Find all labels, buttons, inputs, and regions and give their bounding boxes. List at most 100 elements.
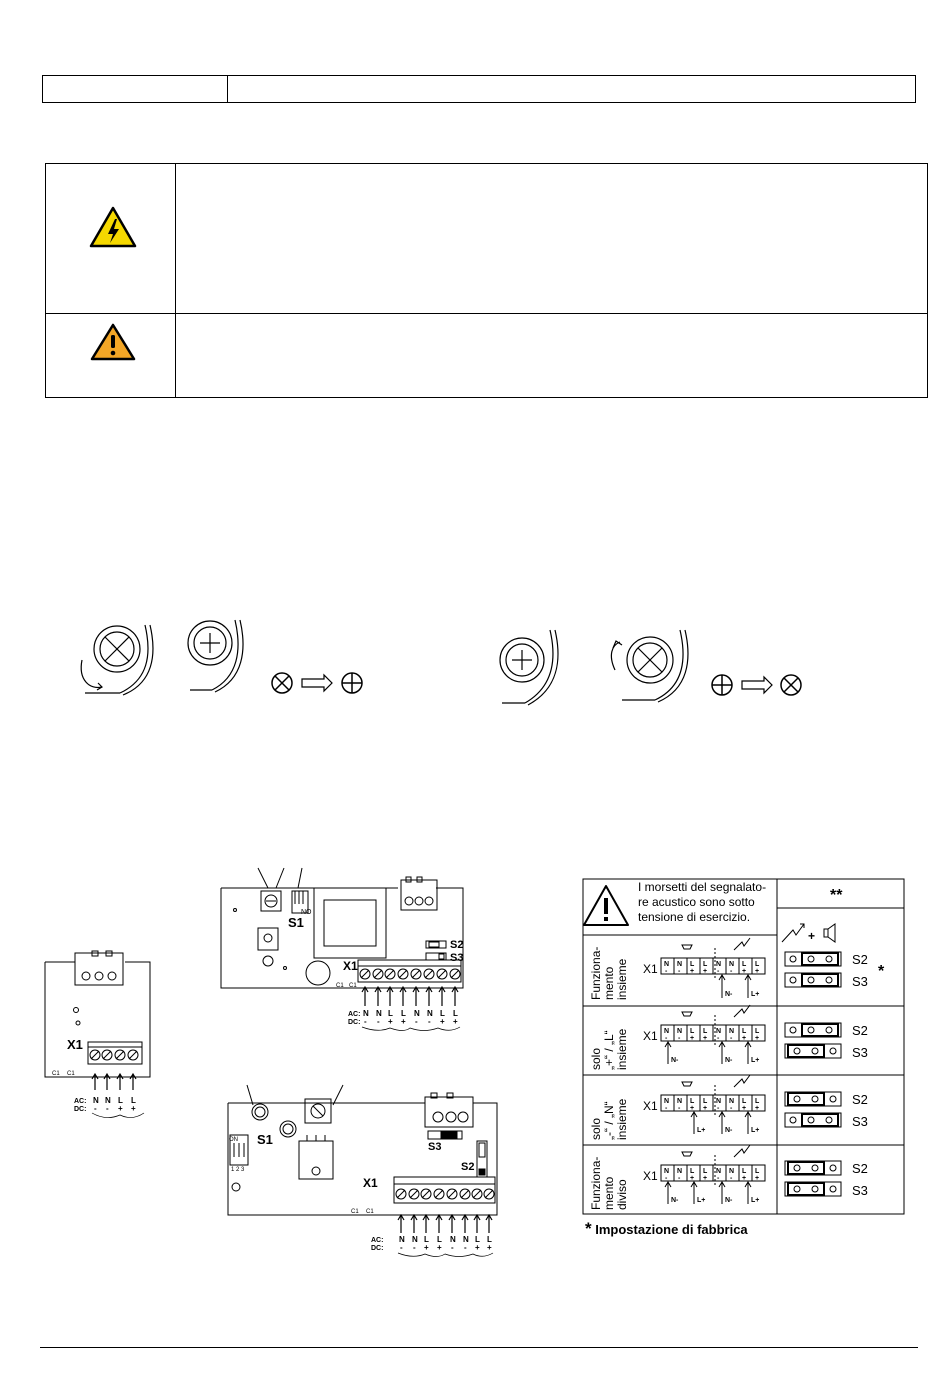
svg-text:N: N	[664, 1098, 669, 1105]
header-table-divider	[227, 76, 228, 102]
s2-label: S2	[852, 1092, 868, 1107]
x1-label: X1	[343, 959, 358, 973]
svg-text:+: +	[690, 1105, 694, 1112]
svg-text:-: -	[717, 1175, 720, 1182]
terminal-letter: L	[453, 1009, 458, 1018]
footnote-star: *	[585, 1219, 592, 1238]
svg-text:N: N	[729, 1028, 734, 1035]
dc-label: DC:	[371, 1245, 383, 1252]
terminal-polarity: -	[364, 1017, 367, 1026]
lower-board-diagram: S1 ON 1 2 3 S3 S2 X1 C1 C1 AC: DC: N N L…	[227, 1084, 498, 1257]
svg-text:+: +	[703, 968, 707, 975]
footnote-text: Impostazione di fabbrica	[595, 1222, 748, 1237]
no-label: NO	[301, 909, 312, 916]
jumper-config-table: I morsetti del segnalato- re acustico so…	[582, 878, 905, 1215]
svg-text:N-: N-	[725, 1057, 733, 1064]
s3-label: S3	[852, 974, 868, 989]
svg-text:-: -	[678, 1105, 681, 1112]
mode-label: diviso	[615, 1179, 629, 1210]
terminal-letter: N	[450, 1235, 456, 1244]
mode-label: mento	[602, 1176, 616, 1210]
svg-text:-: -	[717, 1105, 720, 1112]
header-table	[42, 75, 916, 103]
svg-text:L: L	[703, 1028, 708, 1035]
svg-text:L: L	[690, 961, 695, 968]
terminal-polarity: -	[106, 1104, 109, 1113]
mode-label: Funziona-	[589, 1157, 603, 1210]
dc-label: DC:	[74, 1106, 86, 1113]
svg-text:N: N	[729, 1168, 734, 1175]
svg-text:L: L	[742, 961, 747, 968]
svg-text:+: +	[690, 1175, 694, 1182]
svg-text:N-: N-	[725, 991, 733, 998]
svg-text:+: +	[742, 1105, 746, 1112]
x1-label: X1	[643, 1169, 658, 1183]
terminal-polarity: -	[464, 1243, 467, 1252]
screw-unlock-left	[499, 629, 559, 706]
caution-warning-icon	[90, 323, 136, 361]
svg-text:N: N	[677, 961, 682, 968]
x-to-plus-arrow	[271, 672, 363, 694]
s3-label: S3	[852, 1045, 868, 1060]
horn-icon	[823, 923, 836, 943]
terminal-letter: N	[463, 1235, 469, 1244]
terminal-polarity: -	[413, 1243, 416, 1252]
mode-label: insieme	[615, 1028, 629, 1070]
svg-text:N: N	[716, 1098, 721, 1105]
safety-table	[45, 163, 928, 398]
mode-label: „-“ / „N“	[602, 1101, 616, 1140]
svg-text:+: +	[755, 1035, 759, 1042]
svg-text:N: N	[716, 1168, 721, 1175]
s2-label: S2	[852, 952, 868, 967]
s3-label: S3	[450, 952, 463, 964]
small-board-diagram: X1 C1 C1 AC: DC: N N L L - - + +	[44, 950, 151, 1118]
svg-text:N: N	[664, 1028, 669, 1035]
svg-text:N: N	[677, 1098, 682, 1105]
terminal-letter: N	[376, 1009, 382, 1018]
screw-lock-left	[80, 624, 154, 696]
svg-text:L: L	[703, 1168, 708, 1175]
footer-rule	[40, 1347, 918, 1348]
svg-text:-: -	[665, 1175, 668, 1182]
x1-label: X1	[363, 1176, 378, 1190]
c1-label-2: C1	[349, 983, 357, 989]
mode-label: mento	[602, 966, 616, 1000]
svg-text:+: +	[755, 968, 759, 975]
svg-text:-: -	[665, 1035, 668, 1042]
svg-text:N-: N-	[725, 1127, 733, 1134]
s2-label: S2	[461, 1161, 474, 1173]
svg-text:N: N	[677, 1168, 682, 1175]
svg-text:+: +	[755, 1175, 759, 1182]
svg-text:L: L	[690, 1168, 695, 1175]
terminal-polarity: +	[440, 1017, 445, 1026]
x1-label: X1	[643, 1099, 658, 1113]
ac-label: AC:	[74, 1098, 86, 1105]
svg-text:L: L	[755, 1168, 760, 1175]
svg-text:-: -	[730, 968, 733, 975]
svg-text:-: -	[717, 1035, 720, 1042]
svg-text:+: +	[742, 1175, 746, 1182]
c1-label: C1	[52, 1071, 60, 1077]
svg-text:N: N	[729, 961, 734, 968]
terminal-letter: N	[363, 1009, 369, 1018]
svg-text:+: +	[703, 1035, 707, 1042]
terminal-polarity: +	[388, 1017, 393, 1026]
screw-diagram	[80, 619, 802, 706]
svg-text:L+: L+	[751, 1197, 759, 1204]
svg-text:L: L	[703, 1098, 708, 1105]
svg-text:-: -	[730, 1035, 733, 1042]
terminal-polarity: -	[415, 1017, 418, 1026]
svg-text:N-: N-	[671, 1197, 679, 1204]
svg-text:L+: L+	[751, 1127, 759, 1134]
svg-text:L: L	[755, 1098, 760, 1105]
s3-label: S3	[852, 1183, 868, 1198]
terminal-polarity: +	[118, 1104, 123, 1113]
terminal-letter: L	[401, 1009, 406, 1018]
terminal-letter: L	[424, 1235, 429, 1244]
terminal-letter: L	[131, 1096, 136, 1105]
siren-plus-horn-icon	[781, 923, 805, 943]
svg-text:L+: L+	[751, 991, 759, 998]
terminal-polarity: -	[400, 1243, 403, 1252]
